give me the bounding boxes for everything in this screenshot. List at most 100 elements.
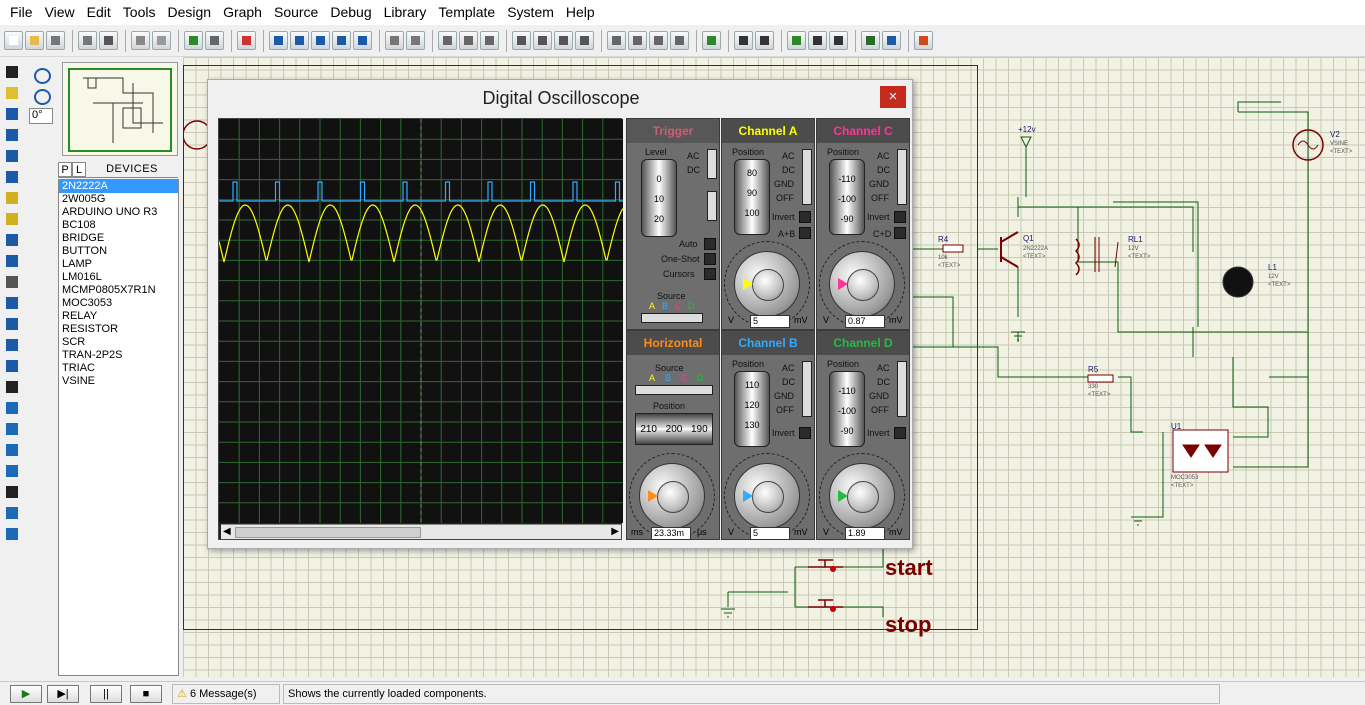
channel-c-coupling-switch[interactable] — [897, 149, 907, 205]
oscilloscope-window[interactable]: Digital Oscilloscope × ◀ ▶ Trigger Level… — [207, 79, 913, 549]
packaging-tool-icon[interactable] — [649, 31, 668, 50]
lamp-l1-symbol[interactable] — [1222, 266, 1254, 298]
paste-icon[interactable] — [480, 31, 499, 50]
generator-mode-icon[interactable] — [3, 294, 21, 312]
list-item[interactable]: SCR — [62, 336, 86, 348]
channel-c-sum-button[interactable] — [894, 227, 906, 239]
device-list[interactable]: 2N2222A 2W005G ARDUINO UNO R3 BC108 BRID… — [58, 179, 179, 676]
copy-icon[interactable] — [459, 31, 478, 50]
pan-icon[interactable] — [269, 31, 288, 50]
block-rotate-icon[interactable] — [554, 31, 573, 50]
scroll-right-icon[interactable]: ▶ — [611, 526, 619, 537]
menu-debug[interactable]: Debug — [330, 4, 372, 20]
pause-button[interactable]: || — [90, 685, 122, 703]
horizontal-source-slider[interactable] — [635, 385, 713, 395]
decompose-icon[interactable] — [670, 31, 689, 50]
optocoupler-u1-symbol[interactable] — [1172, 429, 1229, 473]
menu-graph[interactable]: Graph — [223, 4, 262, 20]
horizontal-position-drum[interactable]: 210 200 190 — [635, 413, 713, 445]
menu-edit[interactable]: Edit — [86, 4, 111, 20]
stop-button[interactable]: ■ — [130, 685, 162, 703]
open-folder-icon[interactable] — [25, 31, 44, 50]
current-probe-icon[interactable] — [3, 336, 21, 354]
stop-button-symbol[interactable] — [808, 599, 843, 608]
print-area-icon[interactable] — [152, 31, 171, 50]
rotation-angle-field[interactable]: 0° — [29, 108, 53, 124]
list-item[interactable]: TRIAC — [62, 362, 95, 374]
list-item[interactable]: VSINE — [62, 375, 96, 387]
channel-d-volts-knob[interactable] — [819, 453, 905, 539]
redraw-icon[interactable] — [184, 31, 203, 50]
channel-c-invert-button[interactable] — [894, 211, 906, 223]
scroll-thumb[interactable] — [235, 527, 421, 538]
channel-b-coupling-switch[interactable] — [802, 361, 812, 417]
horizontal-scrollbar[interactable]: ◀ ▶ — [221, 524, 621, 539]
bus-icon[interactable] — [3, 168, 21, 186]
library-tab[interactable]: L — [72, 162, 86, 177]
arc-tool-icon[interactable] — [3, 441, 21, 459]
virtual-instruments-icon[interactable] — [3, 357, 21, 375]
list-item[interactable]: RESISTOR — [62, 323, 119, 335]
horizontal-time-knob[interactable] — [629, 453, 715, 539]
scope-display[interactable]: ◀ ▶ — [218, 118, 623, 540]
undo-icon[interactable] — [385, 31, 404, 50]
remove-sheet-icon[interactable] — [808, 31, 827, 50]
menu-library[interactable]: Library — [383, 4, 427, 20]
transistor-q1-symbol[interactable] — [1000, 231, 1019, 268]
play-button[interactable]: ▶ — [10, 685, 42, 703]
channel-b-volts-knob[interactable] — [724, 453, 810, 539]
bill-of-materials-icon[interactable] — [861, 31, 880, 50]
channel-a-sum-button[interactable] — [799, 227, 811, 239]
trigger-cursors-button[interactable] — [704, 268, 716, 280]
cut-icon[interactable] — [438, 31, 457, 50]
redo-icon[interactable] — [406, 31, 425, 50]
resistor-r5-symbol[interactable] — [1087, 374, 1114, 383]
trigger-one-shot-button[interactable] — [704, 253, 716, 265]
channel-d-invert-button[interactable] — [894, 427, 906, 439]
menu-file[interactable]: File — [10, 4, 33, 20]
symbol-tool-icon[interactable] — [3, 504, 21, 522]
list-item[interactable]: RELAY — [62, 310, 98, 322]
grid-icon[interactable] — [205, 31, 224, 50]
list-item[interactable]: MCMP0805X7R1N — [62, 284, 156, 296]
overview-window[interactable] — [62, 62, 178, 156]
save-icon[interactable] — [46, 31, 65, 50]
menu-system[interactable]: System — [507, 4, 554, 20]
new-file-icon[interactable] — [4, 31, 23, 50]
list-item[interactable]: 2W005G — [62, 193, 106, 205]
zoom-in-icon[interactable] — [290, 31, 309, 50]
menu-design[interactable]: Design — [167, 4, 212, 20]
start-button-symbol[interactable] — [808, 559, 843, 568]
property-tool-icon[interactable] — [755, 31, 774, 50]
import-icon[interactable] — [78, 31, 97, 50]
zoom-area-icon[interactable] — [353, 31, 372, 50]
list-item[interactable]: MOC3053 — [62, 297, 113, 309]
rotate-clockwise-icon[interactable] — [31, 65, 51, 84]
channel-a-position-drum[interactable]: 80 90 100 — [734, 159, 770, 235]
list-item[interactable]: LAMP — [62, 258, 92, 270]
menu-view[interactable]: View — [44, 4, 75, 20]
wire-autorouter-icon[interactable] — [702, 31, 721, 50]
list-item[interactable]: BC108 — [62, 219, 96, 231]
menu-help[interactable]: Help — [565, 4, 595, 20]
zoom-out-icon[interactable] — [311, 31, 330, 50]
trigger-coupling-switch[interactable] — [707, 149, 717, 179]
channel-c-position-drum[interactable]: -110 -100 -90 — [829, 159, 865, 235]
netlist-to-ares-icon[interactable] — [914, 31, 933, 50]
zoom-all-icon[interactable] — [332, 31, 351, 50]
list-item[interactable]: TRAN-2P2S — [62, 349, 123, 361]
selection-mode-icon[interactable] — [3, 63, 21, 81]
scroll-left-icon[interactable]: ◀ — [223, 526, 231, 537]
trigger-source-slider[interactable] — [641, 313, 703, 323]
graph-mode-icon[interactable] — [3, 252, 21, 270]
new-sheet-icon[interactable] — [787, 31, 806, 50]
resistor-r4-symbol[interactable] — [942, 244, 964, 253]
wire-label-icon[interactable] — [3, 126, 21, 144]
terminals-icon[interactable] — [3, 210, 21, 228]
channel-d-position-drum[interactable]: -110 -100 -90 — [829, 371, 865, 447]
channel-b-invert-button[interactable] — [799, 427, 811, 439]
subcircuit-icon[interactable] — [3, 189, 21, 207]
voltage-probe-icon[interactable] — [3, 315, 21, 333]
text-script-icon[interactable] — [3, 147, 21, 165]
channel-c-volts-knob[interactable] — [819, 241, 905, 327]
